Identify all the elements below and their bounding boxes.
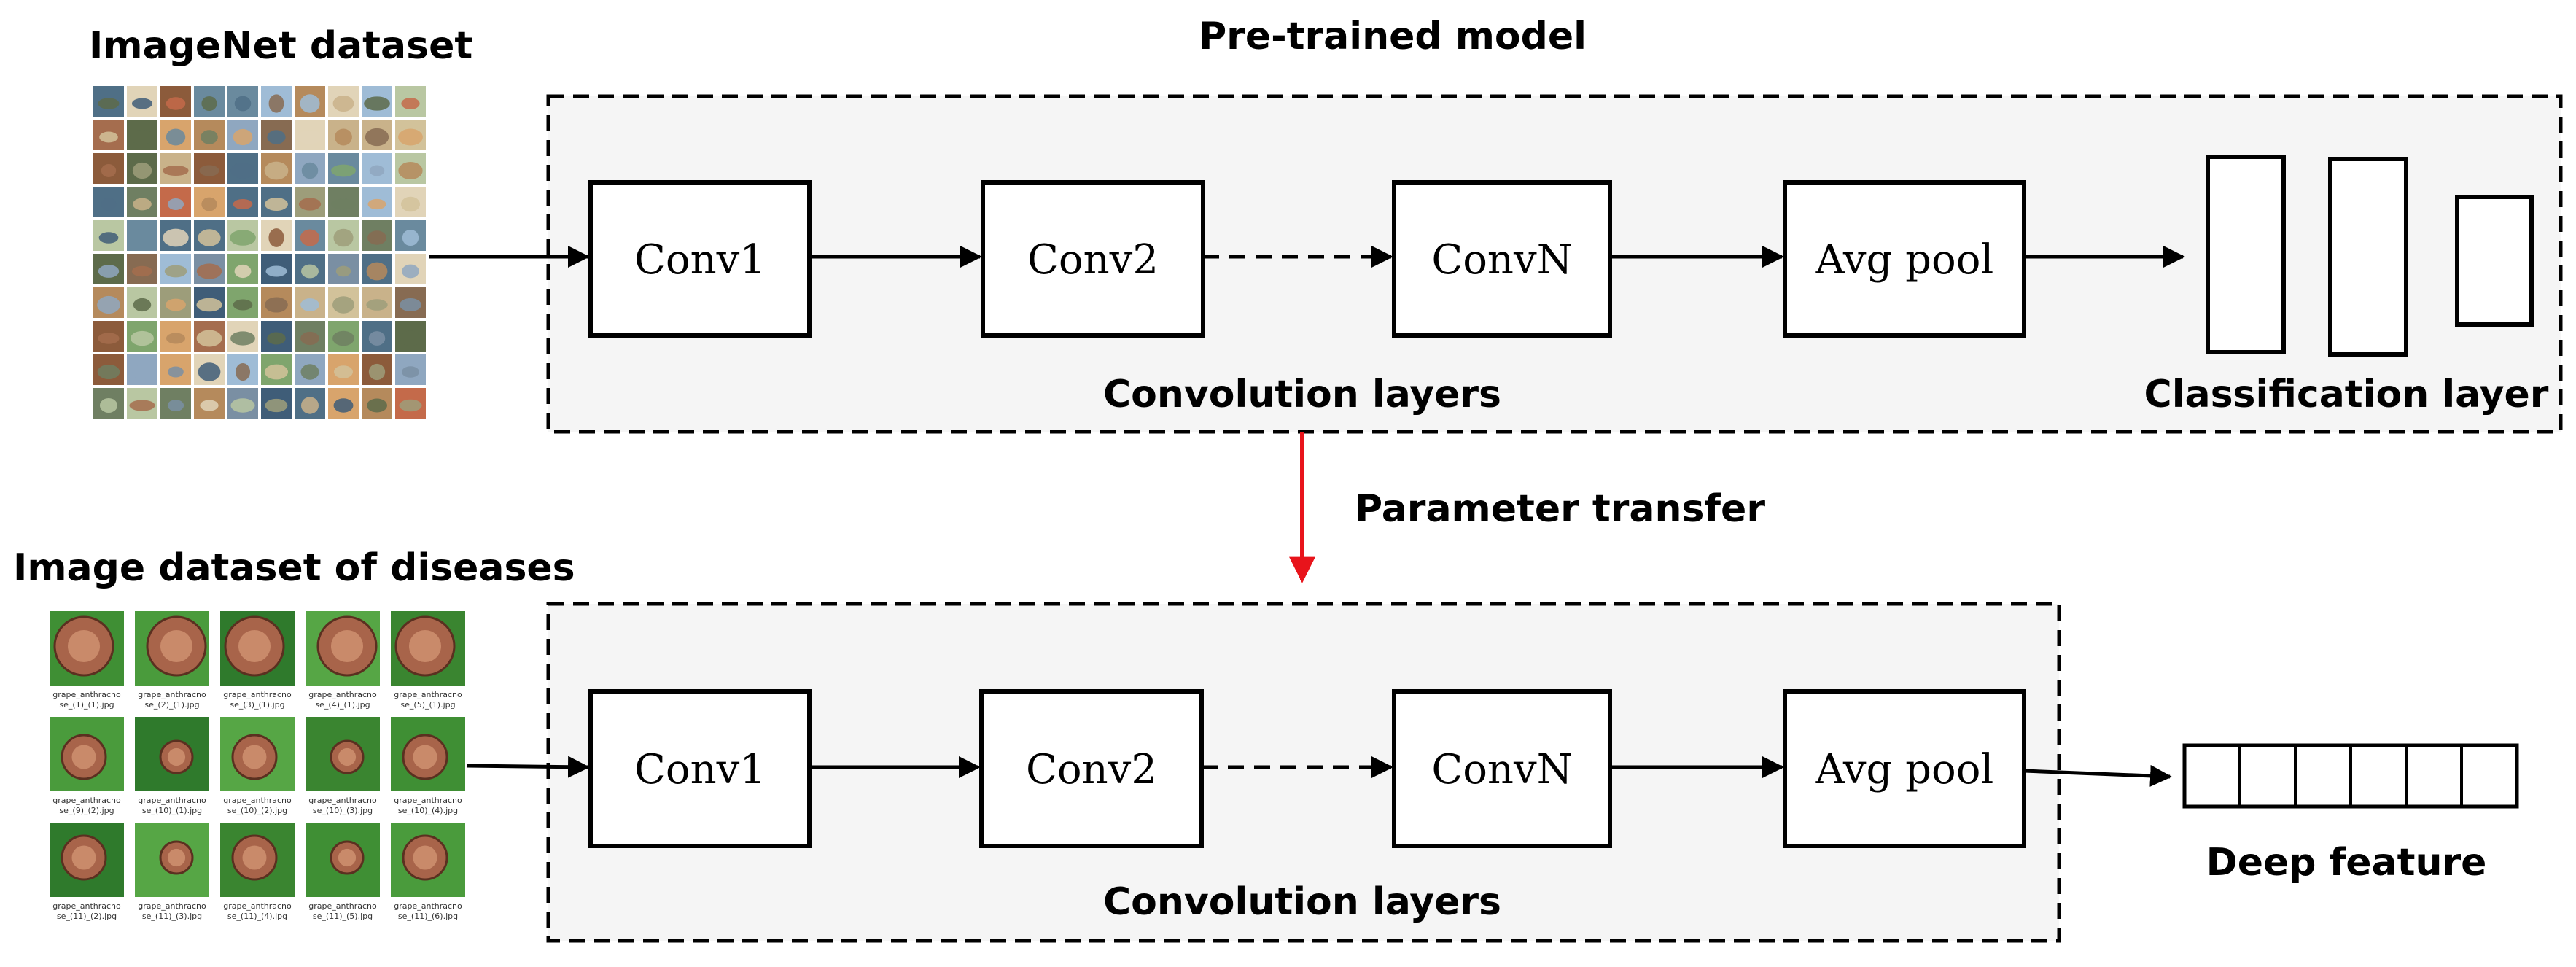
disease-caption-line: grape_anthracno — [52, 690, 121, 699]
bottom-convolution-layers-label: Convolution layers — [1103, 880, 1501, 924]
disease-caption-line: se_(11)_(2).jpg — [57, 912, 117, 921]
bottom-conv1-box: Conv1 — [588, 689, 812, 848]
deep-feature-label: Deep feature — [2206, 841, 2487, 885]
top-conv1-label: Conv1 — [634, 236, 766, 284]
disease-caption-line: grape_anthracno — [223, 901, 292, 911]
disease-caption-line: grape_anthracno — [223, 796, 292, 805]
top-conv2-box: Conv2 — [981, 180, 1205, 338]
disease-caption-line: se_(2)_(1).jpg — [144, 700, 199, 710]
top-convolution-layers-label: Convolution layers — [1103, 373, 1501, 416]
imagenet-sample-grid — [93, 86, 426, 419]
disease-caption-line: se_(10)_(3).jpg — [313, 806, 373, 815]
disease-caption-line: grape_anthracno — [223, 690, 292, 699]
bottom-conv1-label: Conv1 — [634, 746, 766, 793]
disease-caption-line: grape_anthracno — [138, 690, 206, 699]
disease-caption-line: se_(11)_(6).jpg — [398, 912, 458, 921]
disease-caption-line: grape_anthracno — [52, 901, 121, 911]
deep-feature-vector — [2182, 743, 2519, 809]
disease-caption-line: se_(10)_(4).jpg — [398, 806, 458, 815]
top-avgpool-box: Avg pool — [1783, 180, 2026, 338]
top-conv2-label: Conv2 — [1027, 236, 1159, 284]
disease-caption-line: grape_anthracno — [308, 690, 377, 699]
bottom-convn-box: ConvN — [1392, 689, 1612, 848]
disease-caption-line: grape_anthracno — [394, 901, 462, 911]
parameter-transfer-label: Parameter transfer — [1355, 487, 1765, 531]
disease-caption-line: se_(3)_(1).jpg — [230, 700, 284, 710]
disease-caption-line: grape_anthracno — [138, 796, 206, 805]
pretrained-model-title: Pre-trained model — [1199, 15, 1587, 58]
fc-layer-2 — [2328, 157, 2408, 357]
disease-caption-line: se_(10)_(2).jpg — [227, 806, 287, 815]
fc-layer-3 — [2455, 195, 2534, 327]
fc-layer-1 — [2206, 155, 2286, 354]
disease-caption-line: grape_anthracno — [52, 796, 121, 805]
disease-caption-line: se_(1)_(1).jpg — [59, 700, 114, 710]
top-avgpool-label: Avg pool — [1815, 236, 1994, 284]
top-convn-box: ConvN — [1392, 180, 1612, 338]
disease-caption-line: se_(5)_(1).jpg — [400, 700, 455, 710]
top-convn-label: ConvN — [1431, 236, 1572, 284]
top-conv1-box: Conv1 — [588, 180, 812, 338]
disease-caption-line: se_(4)_(1).jpg — [315, 700, 370, 710]
arrow-bottom-avgpool-to-feature — [2023, 764, 2172, 787]
disease-caption-line: se_(11)_(4).jpg — [227, 912, 287, 921]
bottom-convn-label: ConvN — [1431, 746, 1572, 793]
disease-caption-line: grape_anthracno — [308, 901, 377, 911]
bottom-conv2-box: Conv2 — [979, 689, 1204, 848]
disease-caption-line: se_(9)_(2).jpg — [59, 806, 114, 815]
disease-caption-line: se_(11)_(3).jpg — [142, 912, 202, 921]
disease-caption-line: se_(11)_(5).jpg — [313, 912, 373, 921]
disease-caption-line: se_(10)_(1).jpg — [142, 806, 202, 815]
disease-caption-line: grape_anthracno — [308, 796, 377, 805]
bottom-avgpool-box: Avg pool — [1783, 689, 2026, 848]
imagenet-title: ImageNet dataset — [89, 24, 472, 68]
bottom-avgpool-label: Avg pool — [1815, 746, 1994, 793]
bottom-conv2-label: Conv2 — [1026, 746, 1157, 793]
arrow-disease-to-conv1 — [466, 756, 590, 778]
disease-sample-grid: grape_anthracnose_(1)_(1).jpggrape_anthr… — [50, 611, 465, 921]
classification-layer-label: Classification layer — [2144, 373, 2549, 416]
disease-caption-line: grape_anthracno — [394, 796, 462, 805]
disease-caption-line: grape_anthracno — [394, 690, 462, 699]
disease-dataset-title: Image dataset of diseases — [13, 546, 575, 590]
disease-caption-line: grape_anthracno — [138, 901, 206, 911]
